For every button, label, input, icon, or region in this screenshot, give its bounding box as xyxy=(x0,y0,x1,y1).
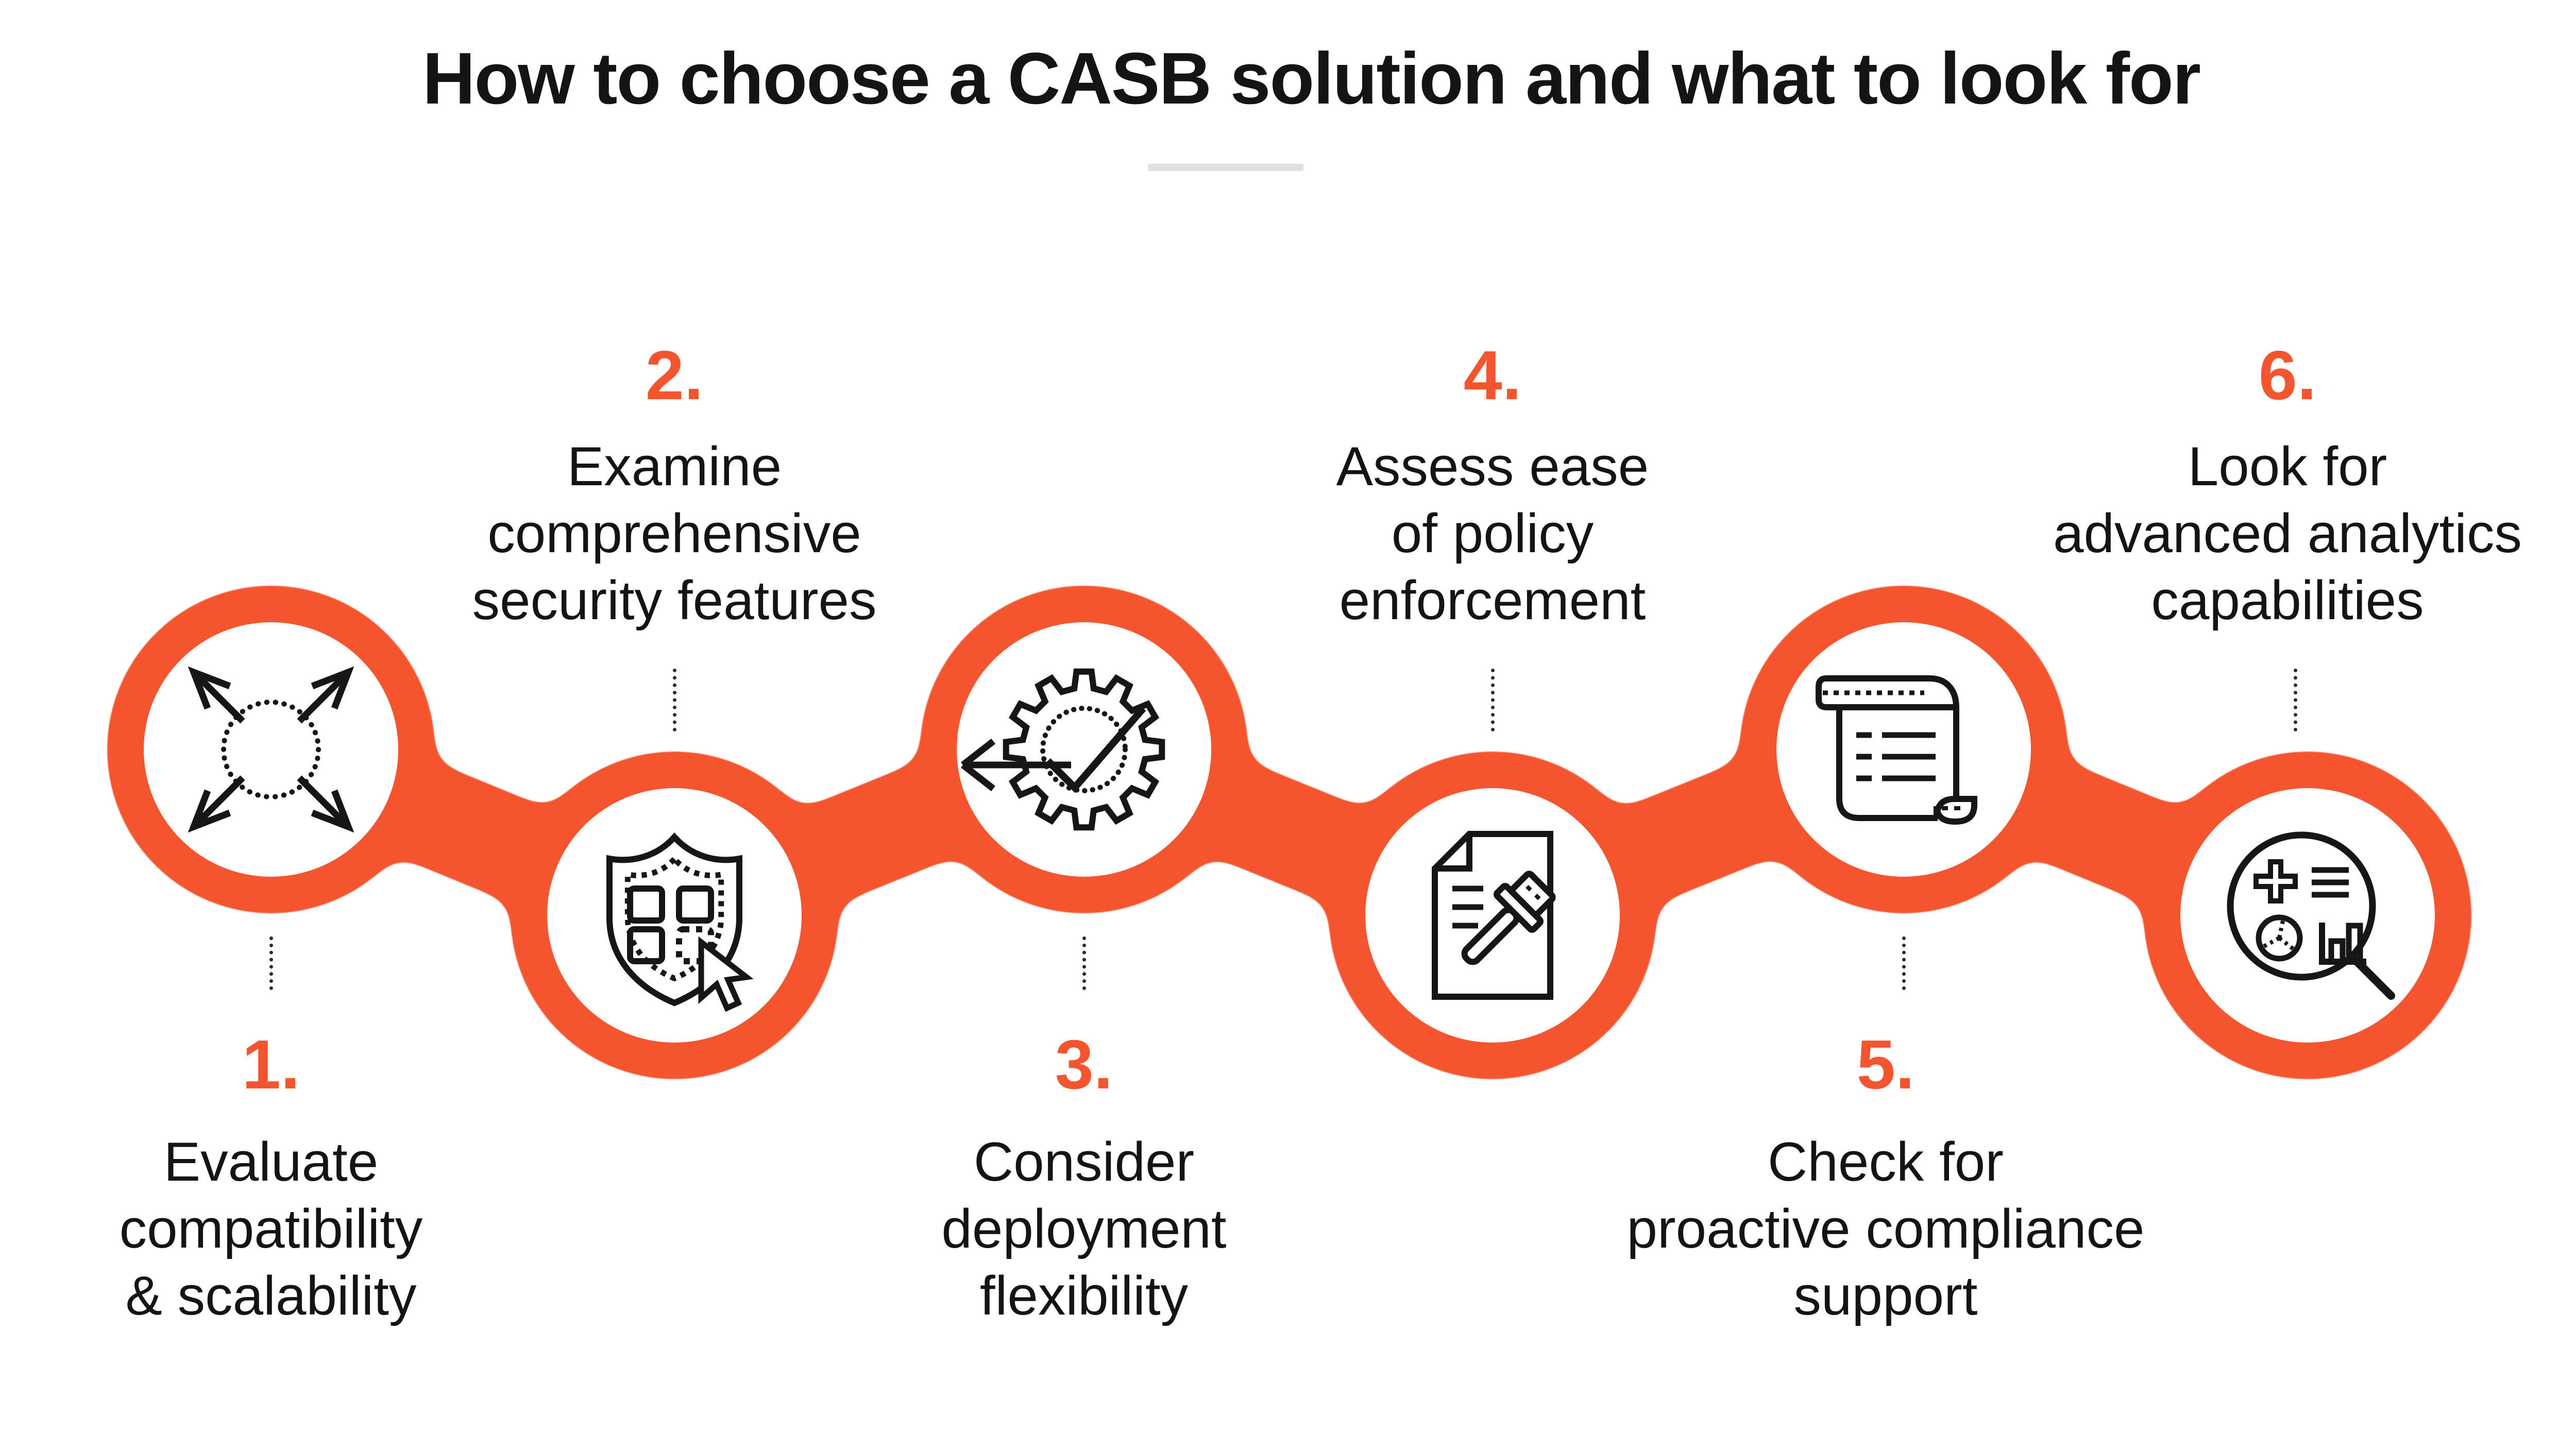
step-1-dotted-connector xyxy=(269,936,273,990)
step-4-label: Assess ease of policy enforcement xyxy=(1336,435,1649,631)
step-3-number: 3. xyxy=(1055,1026,1113,1103)
step-3-label: Consider deployment flexibility xyxy=(941,1131,1227,1326)
analytics-magnifier-icon xyxy=(2227,831,2395,1000)
step-1-label: Evaluate compatibility & scalability xyxy=(119,1131,423,1326)
gear-checkmark-arrow-icon xyxy=(961,668,1165,831)
page-title: How to choose a CASB solution and what t… xyxy=(422,38,2201,120)
expand-arrows-icon xyxy=(194,672,348,827)
step-5-number: 5. xyxy=(1856,1026,1915,1103)
step-5-dotted-connector xyxy=(1902,936,1906,990)
step-6-dotted-connector xyxy=(2294,669,2297,731)
step-1-number: 1. xyxy=(242,1026,300,1103)
step-2-label: Examine comprehensive security features xyxy=(472,435,877,631)
cursor-pointer xyxy=(698,936,754,1012)
title-underline-divider xyxy=(1148,164,1303,171)
step-5-label: Check for proactive compliance support xyxy=(1626,1131,2145,1326)
security-shield-click-icon xyxy=(606,832,754,1012)
document-gavel-icon xyxy=(1432,831,1556,1000)
step-6-number: 6. xyxy=(2258,336,2317,414)
step-2-number: 2. xyxy=(645,336,704,414)
policy-scroll-icon xyxy=(1816,675,1977,825)
step-2-dotted-connector xyxy=(673,669,676,731)
step-6-label: Look for advanced analytics capabilities xyxy=(2053,435,2522,631)
step-4-number: 4. xyxy=(1463,336,1522,414)
step-4-dotted-connector xyxy=(1491,669,1495,731)
step-3-dotted-connector xyxy=(1082,936,1086,990)
chain-links xyxy=(107,586,2471,1079)
